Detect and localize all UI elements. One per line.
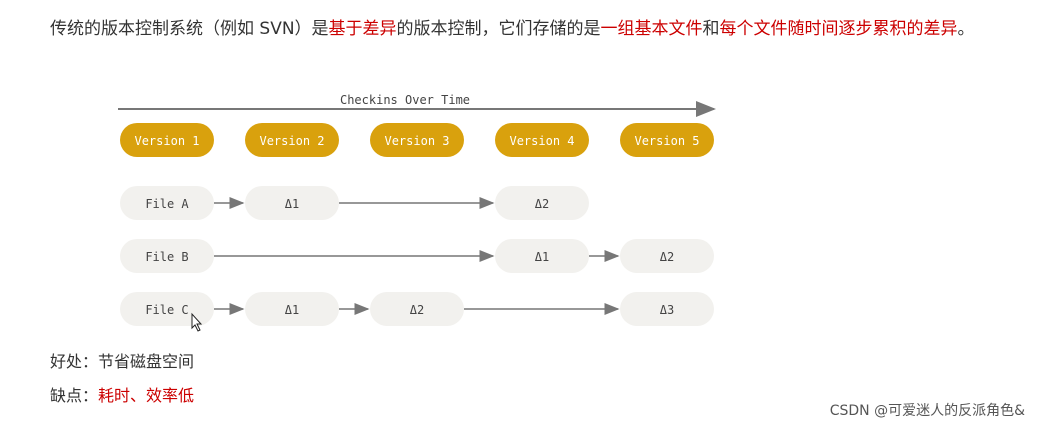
file-pill — [120, 239, 214, 273]
version-label: Version 1 — [134, 134, 199, 148]
file-label: File C — [145, 303, 188, 317]
delta-pill — [245, 292, 339, 326]
watermark: CSDN @可爱迷人的反派角色& — [829, 403, 1025, 419]
intro-highlight: 一组基本文件 — [600, 19, 703, 39]
version-label: Version 3 — [384, 134, 449, 148]
cons-text: 耗时、效率低 — [98, 386, 195, 405]
mouse-cursor-icon — [191, 312, 203, 332]
version-label: Version 5 — [634, 134, 699, 148]
delta-label: Δ2 — [410, 303, 424, 317]
cons-line: 缺点：耗时、效率低 — [50, 383, 194, 409]
delta-pill — [370, 292, 464, 326]
delta-label: Δ2 — [660, 250, 674, 264]
delta-label: Δ1 — [285, 303, 299, 317]
intro-text: 和 — [702, 19, 720, 39]
intro-text: 。 — [957, 19, 975, 39]
delta-label: Δ1 — [535, 250, 549, 264]
delta-pill — [245, 186, 339, 220]
version-pill — [370, 123, 464, 157]
pros-text: 节省磁盘空间 — [98, 352, 195, 371]
version-label: Version 2 — [259, 134, 324, 148]
delta-pill — [620, 292, 714, 326]
version-pill — [495, 123, 589, 157]
delta-pill — [495, 239, 589, 273]
file-label: File B — [145, 250, 188, 264]
delta-pill — [495, 186, 589, 220]
timeline-label: Checkins Over Time — [340, 93, 470, 107]
file-pill — [120, 186, 214, 220]
pros-label: 好处： — [50, 352, 99, 371]
version-pill — [620, 123, 714, 157]
cons-label: 缺点： — [50, 386, 99, 405]
intro-text: 的版本控制，它们存储的是 — [396, 19, 601, 39]
pros-line: 好处：节省磁盘空间 — [50, 349, 194, 375]
delta-label: Δ1 — [285, 197, 299, 211]
version-pill — [120, 123, 214, 157]
delta-label: Δ2 — [535, 197, 549, 211]
version-label: Version 4 — [509, 134, 574, 148]
version-pill — [245, 123, 339, 157]
delta-pill — [620, 239, 714, 273]
intro-highlight: 每个文件随时间逐步累积的差异 — [719, 19, 958, 39]
intro-text: 传统的版本控制系统（例如 SVN）是 — [50, 19, 329, 39]
file-pill — [120, 292, 214, 326]
intro-paragraph: 传统的版本控制系统（例如 SVN）是基于差异的版本控制，它们存储的是一组基本文件… — [50, 13, 980, 45]
intro-highlight: 基于差异 — [328, 19, 397, 39]
delta-label: Δ3 — [660, 303, 674, 317]
file-label: File A — [145, 197, 189, 211]
